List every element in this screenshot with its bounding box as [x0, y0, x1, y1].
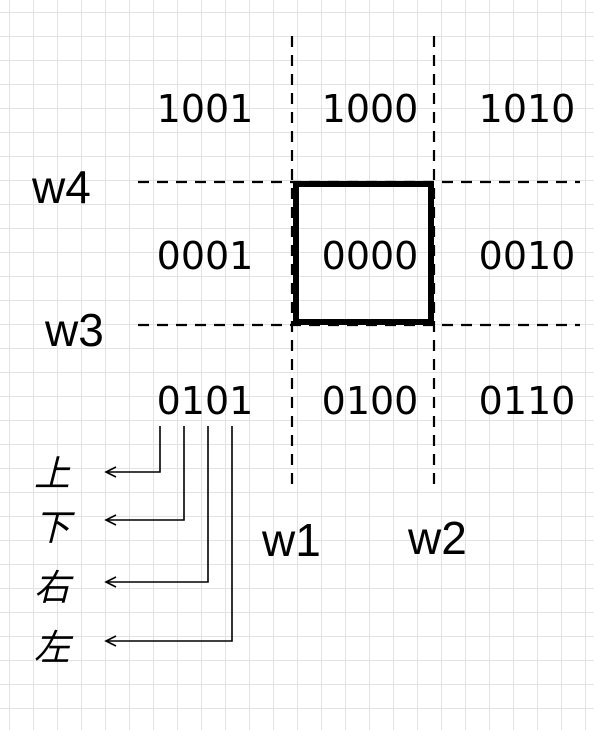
- region-code-bottom-right: 0110: [479, 379, 576, 423]
- region-code-bottom-left: 0101: [157, 379, 254, 423]
- bit-3-arrowhead: [104, 576, 117, 588]
- region-code-bottom-left-bit-4: 1: [229, 379, 253, 423]
- boundary-label-w1: w1: [261, 514, 321, 566]
- region-code-bottom-middle: 0100: [322, 379, 419, 423]
- region-code-center: 0000: [322, 234, 419, 278]
- bit-3-label-right: 右: [34, 568, 74, 609]
- bit-2-arrowhead: [104, 514, 117, 526]
- bit-2-leader-line: [106, 426, 185, 521]
- bit-3-leader-line: [106, 426, 209, 583]
- bit-4-arrowhead: [104, 635, 117, 647]
- boundary-label-w3: w3: [44, 304, 104, 356]
- clipping-window: [293, 181, 434, 325]
- region-code-bottom-left-bits-1-2: 01: [157, 379, 205, 423]
- bit-4-leader-line: [106, 426, 233, 642]
- region-code-middle-left: 0001: [157, 234, 254, 278]
- boundary-label-w2: w2: [407, 512, 467, 564]
- region-code-top-left: 1001: [157, 87, 254, 131]
- boundary-label-w4: w4: [31, 161, 91, 213]
- region-code-bottom-left-bit-3: 0: [205, 379, 229, 423]
- bit-1-leader-line: [106, 426, 161, 473]
- region-code-top-right: 1010: [479, 87, 576, 131]
- bit-4-label-left: 左: [34, 628, 74, 669]
- bit-2-label-bottom: 下: [34, 508, 75, 549]
- bit-1-arrowhead: [104, 466, 117, 478]
- bit-1-label-top: 上: [34, 454, 71, 495]
- region-code-middle-right: 0010: [479, 234, 576, 278]
- region-code-top-middle: 1000: [322, 87, 419, 131]
